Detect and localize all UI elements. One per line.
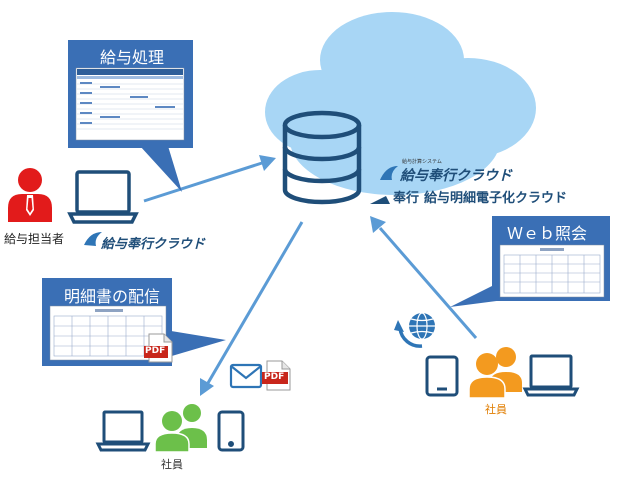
pdf-badge-2: PDF — [264, 372, 285, 382]
employee-right-tablet-icon — [425, 355, 459, 397]
bugyo-cloud-logo-text: 給与奉行クラウド — [400, 168, 512, 184]
payroll-callout-title: 給与処理 — [100, 48, 165, 67]
employees-right-people-icon — [468, 347, 522, 399]
mail-envelope-icon — [229, 363, 263, 389]
database-icon — [282, 110, 362, 205]
employee-left-laptop-icon — [95, 410, 151, 452]
arrow-cloud-to-employees — [200, 221, 304, 396]
employee-left-smartphone-icon — [217, 410, 245, 452]
staff-laptop-icon — [67, 170, 139, 224]
employees-left-people-icon — [154, 404, 207, 453]
web-callout-title: Ｗｅｂ照会 — [507, 224, 588, 243]
globe-refresh-icon — [394, 312, 435, 348]
web-payslip-thumbnail — [499, 244, 605, 298]
bugyo-cloud-logo-text-staff: 給与奉行クラウド — [101, 237, 206, 252]
bugyo-logo-mark — [84, 166, 398, 246]
cloud-shape — [265, 12, 536, 195]
pdf-file-icon-2 — [262, 360, 291, 391]
pdf-file-icon — [144, 333, 173, 363]
payroll-staff-label: 給与担当者 — [4, 232, 65, 246]
employee-right-laptop-icon — [522, 354, 580, 397]
meisai-logo-prefix: 奉行 — [393, 191, 420, 206]
employee-right-label: 社員 — [485, 403, 507, 416]
payroll-screen-thumbnail — [75, 67, 185, 141]
logo-small-caption: 給与計算システム — [402, 159, 442, 165]
pdf-badge-1: PDF — [145, 346, 166, 356]
distribution-callout-title: 明細書の配信 — [64, 287, 161, 306]
arrow-staff-to-cloud — [143, 155, 276, 203]
employee-left-label: 社員 — [161, 458, 183, 471]
payroll-staff-person-icon — [8, 168, 52, 222]
arrow-employees-to-cloud — [370, 216, 478, 339]
meisai-cloud-logo-text: 給与明細電子化クラウド — [424, 191, 568, 206]
